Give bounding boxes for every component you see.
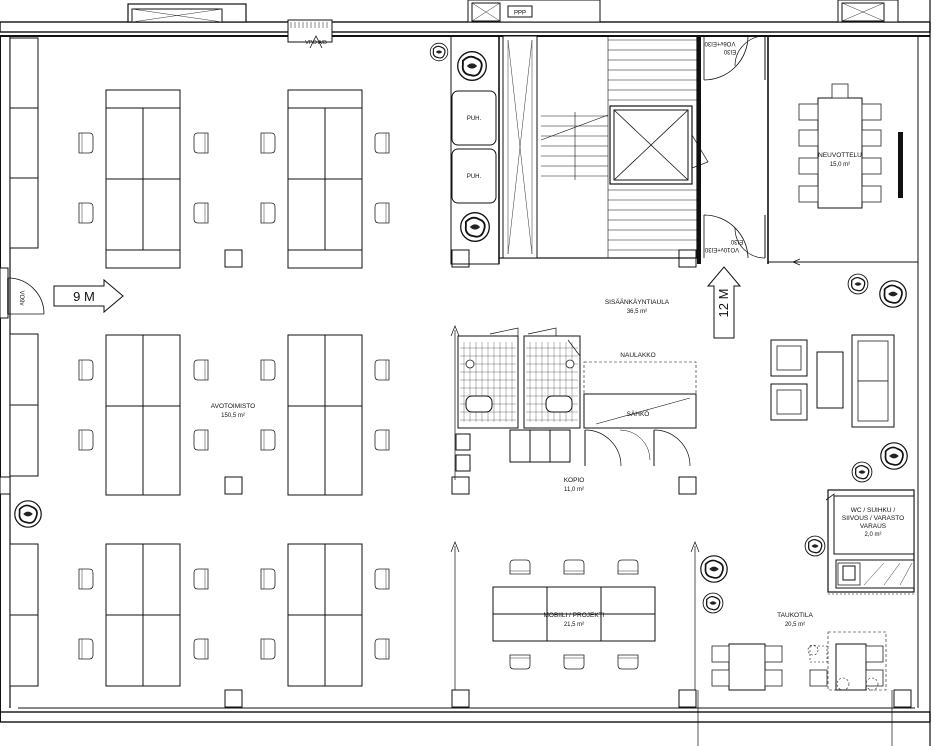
vo-left-label: VO9v — [18, 290, 24, 305]
sisaankaynti-name: SISÄÄNKÄYNTIAULA — [605, 298, 670, 306]
project-table — [492, 559, 656, 670]
fire-door-bottom: EI30 VO10v+EI30 — [703, 214, 766, 259]
sliding-partitions — [450, 325, 893, 746]
room-labels: AVOTOIMISTO 150,5 m² SISÄÄNKÄYNTIAULA 36… — [211, 298, 904, 628]
wc-line2: SIIVOUS / VARASTO — [842, 515, 904, 522]
lobby-lounge — [770, 334, 895, 428]
desk-cluster-2 — [287, 89, 363, 269]
kopio-name: KOPIO — [564, 477, 585, 484]
ei-bottom-label: EI30 — [730, 238, 743, 244]
mobiili-area: 21,5 m² — [564, 622, 584, 628]
ppp-label: PPP — [514, 11, 526, 17]
wc-line3: VARAUS — [860, 523, 887, 530]
stair-core — [498, 35, 709, 264]
meeting-room: NEUVOTTELU 15,0 m² — [798, 83, 903, 209]
break-room — [711, 631, 887, 691]
kopio-area: 11,0 m² — [564, 487, 584, 493]
vpo-label: VPO A/B — [305, 40, 327, 46]
phone-booths: PUH. PUH. — [450, 35, 500, 265]
left-windows — [9, 37, 39, 687]
avotoimisto-name: AVOTOIMISTO — [211, 403, 255, 410]
shelving — [455, 429, 571, 472]
puh-1-label: PUH. — [467, 116, 482, 122]
vo-top-label: VO6v+EI30 — [704, 40, 736, 46]
wc-line1: WC / SUIHKU / — [851, 507, 896, 514]
fire-door-top: VO6v+EI30 EI30 — [703, 35, 766, 81]
taukotila-name: TAUKOTILA — [777, 612, 813, 619]
sisaankaynti-area: 36,5 m² — [627, 309, 647, 315]
dimension-12m-label: 12 M — [716, 289, 731, 318]
desk-cluster-3 — [105, 334, 181, 496]
storage-room — [825, 489, 915, 595]
left-door: VO9v — [0, 267, 45, 319]
copy-room-doors — [584, 429, 691, 467]
puh-2-label: PUH. — [467, 174, 482, 180]
dimension-9m: 9 M — [53, 278, 124, 314]
avotoimisto-area: 150,5 m² — [221, 413, 245, 419]
neuvottelu-name: NEUVOTTELU — [818, 152, 862, 159]
desk-cluster-1 — [105, 89, 181, 269]
taukotila-area: 20,5 m² — [785, 622, 805, 628]
desk-cluster-5 — [105, 543, 181, 687]
wc-units — [457, 327, 581, 429]
vo-bottom-label: VO10v+EI30 — [704, 246, 739, 252]
columns — [0, 249, 912, 708]
wc-area: 2,0 m² — [864, 532, 881, 538]
desk-cluster-4 — [287, 334, 363, 496]
dimension-9m-label: 9 M — [73, 289, 95, 304]
naulakko-label: NAULAKKO — [620, 352, 655, 359]
naulakko-sahko: NAULAKKO SÄHKÖ — [583, 352, 697, 429]
sahko-label: SÄHKÖ — [627, 410, 650, 418]
dimension-12m: 12 M — [706, 266, 742, 339]
mobiili-name: MOBIILI / PROJEKTI — [543, 612, 604, 619]
neuvottelu-area: 15,0 m² — [830, 162, 850, 168]
desk-cluster-6 — [287, 543, 363, 687]
ei-top-label: EI30 — [723, 48, 736, 54]
